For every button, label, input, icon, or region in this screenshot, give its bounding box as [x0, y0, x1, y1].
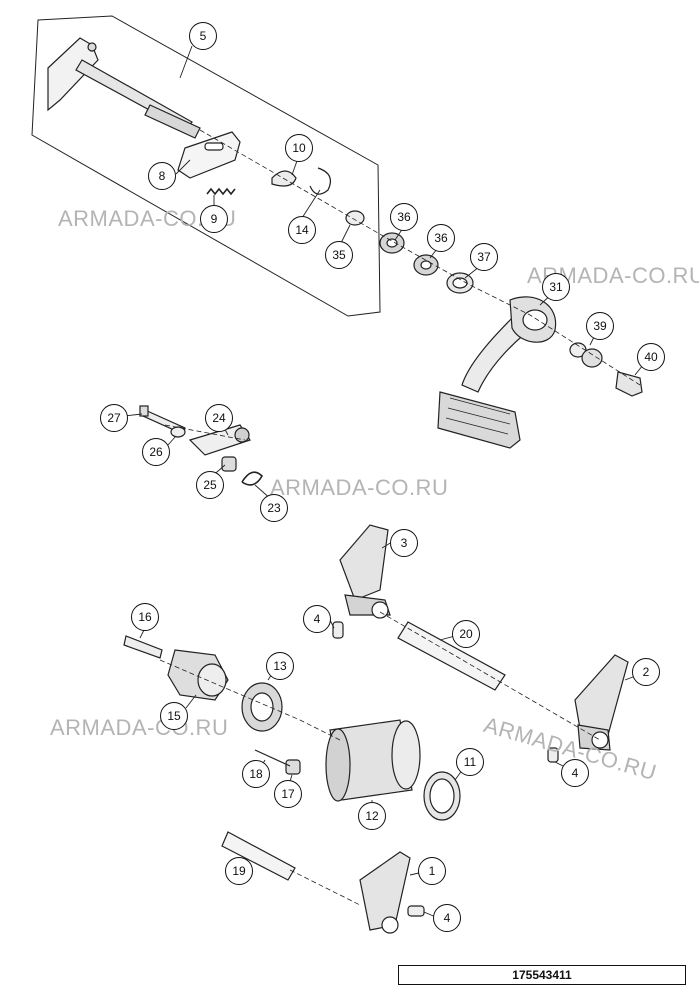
- callout-40: 40: [637, 343, 665, 371]
- sleeve-part-25: [221, 456, 237, 472]
- watermark: ARMADA-CO.RU: [270, 475, 449, 500]
- callout-37: 37: [470, 243, 498, 271]
- subassembly-frame: [31, 15, 381, 317]
- callout-39: 39: [586, 312, 614, 340]
- shift-fork-part-1: [359, 851, 411, 934]
- callout-4b: 4: [561, 759, 589, 787]
- callout-13: 13: [266, 652, 294, 680]
- pin-part-4a: [332, 621, 344, 639]
- callout-11: 11: [456, 748, 484, 776]
- shaft-part-19: [221, 831, 296, 881]
- callout-23: 23: [260, 494, 288, 522]
- callout-36a: 36: [390, 203, 418, 231]
- callout-4c: 4: [433, 904, 461, 932]
- callout-9: 9: [200, 205, 228, 233]
- shift-shaft-part: [47, 37, 201, 139]
- callout-25: 25: [196, 471, 224, 499]
- bearing-part-a: [379, 232, 405, 254]
- washer-part-39a: [569, 342, 587, 358]
- callout-10: 10: [285, 134, 313, 162]
- shift-fork-part-3: [339, 524, 391, 619]
- callout-3: 3: [390, 529, 418, 557]
- callout-2: 2: [632, 658, 660, 686]
- shift-drum-locating-part-15: [167, 649, 229, 701]
- watermark: ARMADA-CO.RU: [50, 715, 229, 740]
- spring-part-23: [241, 471, 263, 486]
- callout-14: 14: [288, 216, 316, 244]
- callout-24: 24: [205, 404, 233, 432]
- callout-19: 19: [225, 857, 253, 885]
- document-number: 175543411: [398, 965, 686, 985]
- shift-fork-part-2: [574, 654, 629, 751]
- bolt-part-16: [123, 635, 163, 659]
- clip-part: [271, 167, 331, 195]
- callout-17: 17: [274, 780, 302, 808]
- washer-part-39b: [581, 348, 603, 368]
- pin-part-4b: [547, 747, 559, 763]
- callout-5: 5: [189, 22, 217, 50]
- bearing-part-13: [241, 682, 283, 732]
- screw-part-17: [254, 749, 301, 775]
- callout-12: 12: [358, 802, 386, 830]
- bearing-part-11: [423, 771, 461, 821]
- callout-15: 15: [160, 702, 188, 730]
- callout-35: 35: [325, 241, 353, 269]
- shaft-part-20: [397, 621, 506, 691]
- shift-pedal-part: [437, 296, 557, 449]
- washer-part: [345, 210, 365, 226]
- callout-18: 18: [242, 760, 270, 788]
- callout-31: 31: [542, 273, 570, 301]
- callout-26: 26: [142, 438, 170, 466]
- bolt-part-40: [615, 371, 643, 397]
- callout-36b: 36: [427, 224, 455, 252]
- seal-part: [446, 272, 474, 294]
- callout-27: 27: [100, 404, 128, 432]
- callout-20: 20: [452, 620, 480, 648]
- callout-1: 1: [418, 857, 446, 885]
- callout-16: 16: [131, 603, 159, 631]
- shift-lever-plate-part: [177, 131, 241, 179]
- callout-4a: 4: [303, 605, 331, 633]
- bearing-part-b: [413, 254, 439, 276]
- pin-part-4c: [407, 905, 425, 917]
- callout-8: 8: [148, 162, 176, 190]
- shift-drum-part-12: [325, 719, 421, 802]
- spring-part: [206, 187, 236, 196]
- washer-part-26: [170, 426, 186, 438]
